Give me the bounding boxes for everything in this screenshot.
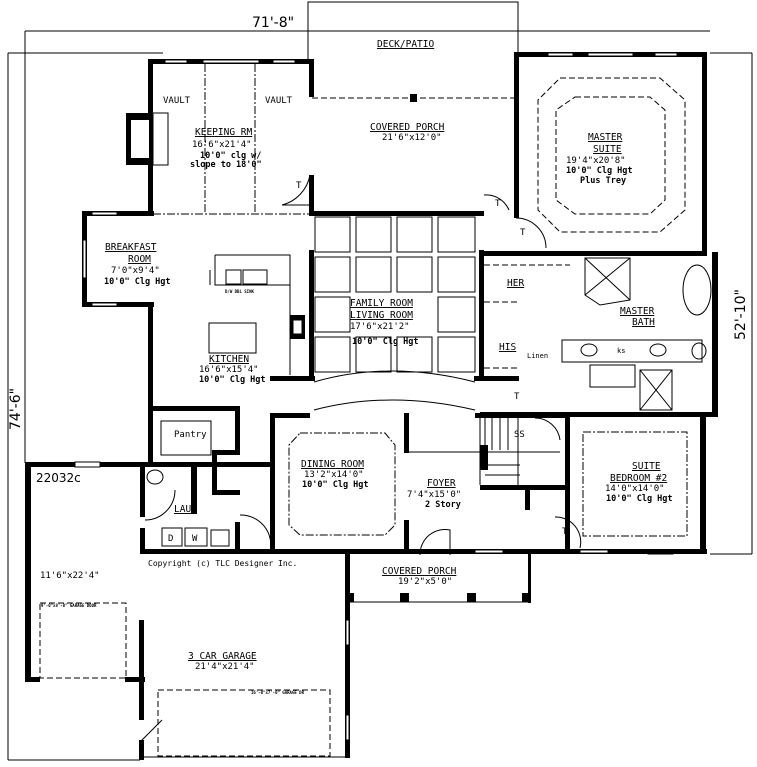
rear-porch-size: 21'6"x12'0": [382, 133, 442, 143]
washer-label: W: [192, 534, 198, 544]
tub-marker: T: [495, 199, 501, 209]
foyer-ceiling: 2 Story: [425, 500, 461, 510]
breakfast-label: BREAKFAST: [105, 242, 157, 253]
kitchen-size: 16'6"x15'4": [199, 365, 259, 375]
garage-side-size: 11'6"x22'4": [40, 571, 100, 581]
bedroom2-size: 14'0"x14'0": [605, 484, 665, 494]
deck-label: DECK/PATIO: [377, 39, 434, 50]
keeping-room-label: KEEPING RM: [195, 127, 252, 138]
copyright-notice: Copyright (c) TLC Designer Inc.: [148, 559, 297, 568]
master-bath-label: MASTER: [620, 306, 655, 317]
foyer-label: FOYER: [427, 478, 456, 489]
master-suite-label: MASTER: [588, 132, 623, 143]
tub-marker: T: [514, 392, 520, 402]
breakfast-label2: ROOM: [128, 254, 151, 265]
foyer-size: 7'4"x15'0": [407, 490, 461, 500]
vault-right: VAULT: [265, 96, 293, 106]
his-closet-label: HIS: [499, 342, 516, 353]
family-room-size: 17'6"x21'2": [350, 322, 410, 332]
room-labels: DECK/PATIO COVERED PORCH 21'6"x12'0" VAU…: [36, 39, 673, 695]
ks-label: ks: [617, 347, 625, 355]
tub-marker: T: [296, 181, 302, 191]
deck-outline: [307, 1, 519, 102]
dw-sink-label: D/W DBL SINK: [225, 289, 254, 294]
stair-marker: SS: [514, 430, 525, 440]
bedroom2-label2: BEDROOM #2: [610, 473, 667, 484]
breakfast-size: 7'0"x9'4": [111, 266, 160, 276]
walls: [25, 52, 718, 760]
bedroom2-ceiling: 10'0" Clg Hgt: [606, 494, 673, 504]
kitchen-ceiling: 10'0" Clg Hgt: [199, 375, 266, 385]
depth-dimension: 74'-6": [8, 388, 24, 430]
keeping-room-ceiling: 10'0" clg w/: [200, 151, 261, 161]
dryer-label: D: [168, 534, 173, 544]
rear-porch-label: COVERED PORCH: [370, 122, 445, 133]
bedroom2-label: SUITE: [632, 461, 661, 472]
garage-door2-label: 16'-0"x7'-0" GARAGE DR: [251, 690, 305, 695]
master-suite-ceiling: 10'0" Clg Hgt: [566, 166, 633, 176]
garage-size: 21'4"x21'4": [195, 662, 255, 672]
master-bath-label2: BATH: [632, 317, 655, 328]
garage-label: 3 CAR GARAGE: [188, 651, 257, 662]
linen-label: Linen: [527, 352, 548, 360]
interior-details: [39, 64, 712, 757]
master-suite-ceiling2: Plus Trey: [580, 176, 626, 186]
her-closet-label: HER: [507, 278, 524, 289]
master-suite-size: 19'4"x20'8": [566, 156, 626, 166]
master-suite-label2: SUITE: [593, 144, 622, 155]
family-room-label: FAMILY ROOM: [350, 298, 413, 309]
vault-left: VAULT: [163, 96, 191, 106]
tub-marker: T: [520, 228, 526, 238]
dining-room-label: DINING ROOM: [301, 459, 364, 470]
width-dimension: 71'-8": [252, 15, 294, 31]
garage-door1-label: 9'-0"x8'-0" GARAGE DOOR: [41, 603, 97, 608]
tub-marker: T: [562, 527, 568, 537]
dining-room-ceiling: 10'0" Clg Hgt: [302, 480, 369, 490]
front-porch-size: 19'2"x5'0": [398, 577, 452, 587]
keeping-room-size: 16'6"x21'4": [192, 140, 252, 150]
dimension-lines: [7, 30, 753, 761]
front-porch-label: COVERED PORCH: [382, 566, 457, 577]
dining-room-size: 13'2"x14'0": [304, 470, 364, 480]
family-room-ceiling: 10'0" Clg Hgt: [352, 337, 419, 347]
pantry-label: Pantry: [174, 430, 207, 440]
breakfast-ceiling: 10'0" Clg Hgt: [104, 277, 171, 287]
plan-id: 22032c: [36, 471, 81, 485]
keeping-room-ceiling2: slope to 18'0": [190, 160, 262, 170]
main-depth-dimension: 52'-10": [733, 289, 749, 340]
kitchen-label: KITCHEN: [209, 354, 249, 365]
living-room-label: LIVING ROOM: [350, 310, 413, 321]
laundry-label: LAUN: [174, 504, 197, 515]
